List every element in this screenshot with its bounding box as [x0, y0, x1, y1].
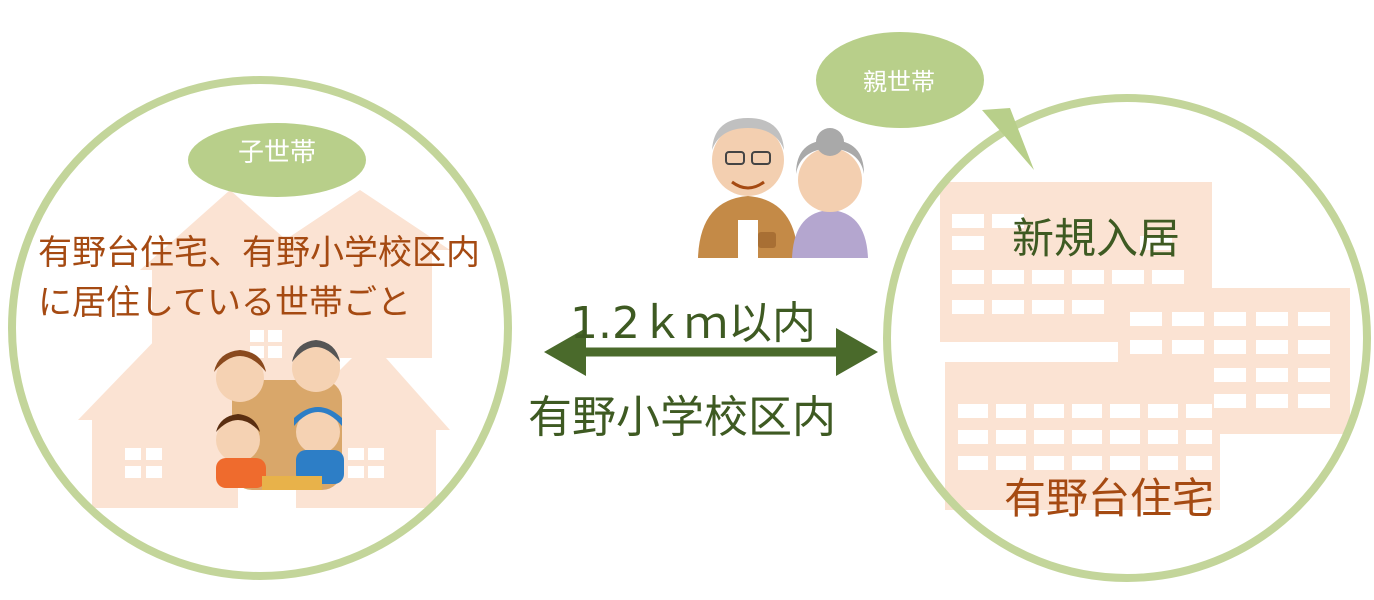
- child-household-description-line2: に居住している世帯ごと: [38, 283, 411, 323]
- distance-arrow: [544, 328, 878, 376]
- child-household-description-line1: 有野台住宅、有野小学校区内: [38, 233, 480, 273]
- child-household-label: 子世帯: [237, 138, 316, 168]
- child-household-group: [8, 76, 512, 580]
- parent-household-circle: [883, 94, 1371, 582]
- parent-household-group: [816, 32, 1371, 582]
- elderly-couple-illustration: [698, 118, 868, 258]
- apartment-windows: [952, 214, 1330, 470]
- child-household-circle: [8, 76, 512, 580]
- child-household-bubble: [188, 123, 366, 197]
- new-move-in-label: 新規入居: [1012, 214, 1181, 263]
- house-windows: [125, 330, 384, 478]
- parent-household-label: 親世帯: [863, 68, 935, 96]
- school-district-label: 有野小学校区内: [528, 392, 836, 443]
- distance-label: 1.2ｋｍ以内: [570, 298, 816, 349]
- parent-household-bubble: [816, 32, 984, 128]
- parent-bubble-tail: [982, 108, 1034, 170]
- family-illustration: [214, 340, 344, 490]
- housing-complex-label: 有野台住宅: [1004, 474, 1215, 523]
